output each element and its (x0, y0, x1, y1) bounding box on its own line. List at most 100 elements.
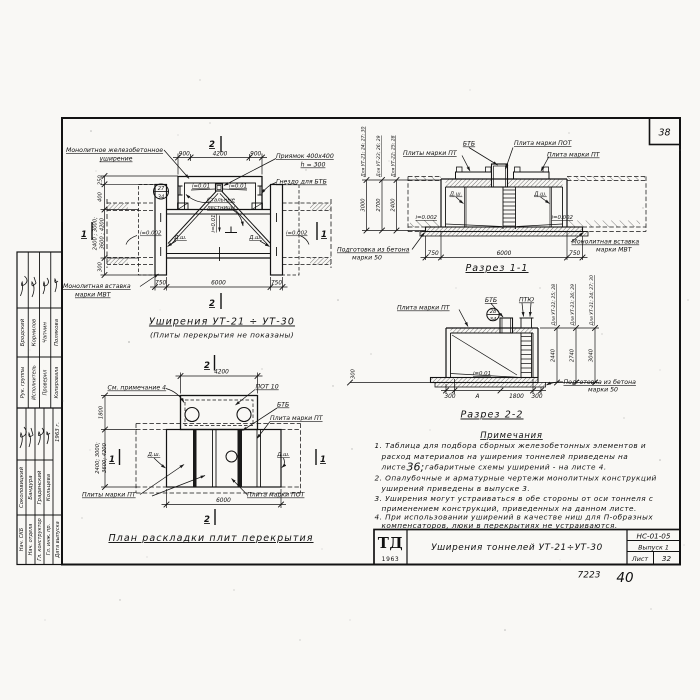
speckle (44, 619, 46, 621)
section-mark-label: 2 (204, 361, 210, 371)
dim-label: 6000 (211, 281, 226, 287)
dim-bottom (441, 379, 546, 394)
speckle (623, 417, 625, 419)
dim-top (175, 372, 263, 394)
note-line: применением конструкций, приведенных на … (382, 504, 637, 513)
label-joint: Д.ш. (449, 192, 463, 198)
note-line: компенсаторов, люки в перекрытиях не уст… (382, 521, 618, 530)
label-slope: i=0.01 (229, 184, 247, 190)
chain-value: 2440 (551, 348, 557, 362)
section-mark-label: 2 (209, 299, 215, 309)
speckle (568, 132, 570, 134)
sig-name: Бродский (20, 318, 26, 346)
section-mark-label: 1 (81, 230, 87, 240)
speckle (29, 349, 31, 351)
sig-role: Копировала (54, 367, 60, 399)
view-title: Разрез 2-2 (460, 410, 523, 421)
note-line: 1. Таблица для подбора сборных железобет… (375, 441, 647, 450)
speckle (159, 309, 161, 311)
dim-label: 300 (98, 261, 104, 272)
section-mark-label: 1 (109, 455, 115, 465)
label-pit: Приямок 400х400 (276, 153, 334, 160)
speckle (388, 160, 390, 162)
dim-label: 750 (271, 281, 282, 287)
dim-label: 2400; 3000; (95, 442, 101, 474)
speckle (89, 449, 91, 451)
sig-name: Кольцева (46, 474, 52, 501)
speckle (62, 400, 64, 402)
sig-name: Соколовицкий (19, 467, 25, 508)
note-line: расход материалов на уширения тоннелей п… (381, 452, 629, 461)
note-line: 2. Опалубочные и арматурные чертежи моно… (375, 473, 657, 482)
label-pt: Плиты марки ПТ (403, 150, 458, 157)
label-see-note: См. примечание 4 (108, 385, 167, 392)
label-slope: i=0.002 (140, 231, 162, 237)
dim-label: 4200 (213, 152, 228, 158)
label-pt: Плита марки ПТ (547, 152, 601, 159)
signature-scrawls (20, 275, 59, 298)
sig-role: Гл. конструктор (37, 518, 43, 560)
speckle (332, 385, 334, 387)
speckle (679, 149, 681, 151)
label-prep: марки 50 (588, 387, 618, 394)
dim-label: 900 (179, 152, 190, 158)
speckle (321, 548, 323, 550)
label-pot: Плита марки ПОТ (514, 140, 573, 147)
note-line: уширений приведены в выпуске 3. (381, 484, 531, 493)
label-pit: h = 300 (301, 162, 326, 169)
leader-lines (458, 302, 564, 386)
label-pot: Плита марки ПОТ (247, 492, 306, 499)
section-marks: 2 2 1 1 (81, 136, 327, 309)
section-mark-label: 2 (204, 515, 210, 525)
view-plan-widening: i=0.01 900 4200 900 (63, 136, 334, 340)
ground-hatch (409, 176, 441, 181)
dim-chains (362, 176, 441, 234)
label-insert: марки МВТ (596, 247, 633, 254)
chain-header: Для УТ-22; 25; 28 (391, 135, 397, 178)
sig-role: Проверил (43, 369, 49, 395)
sig-role: Нач. СКБ (19, 527, 25, 551)
sig-role: Нач. отдела (28, 524, 34, 556)
speckle (146, 556, 148, 558)
dim-label: 6000 (216, 498, 231, 504)
label-monolithic-widening: уширение (99, 156, 133, 163)
view-section-2-2: 28 34 Для УТ-22; 25; 28 Для УТ-23; 26; 2… (346, 275, 636, 421)
label-pt: Плиты марки ПТ (82, 492, 137, 499)
label-joint: Д.ш. (276, 452, 290, 458)
dim-label: 300 (444, 394, 455, 400)
chain-header: Для УТ-23; 26; 29 (570, 284, 576, 327)
speckle (601, 333, 603, 335)
view-section-1-1: Для УТ-21; 24; 27; 30 Для УТ-23; 26; 29 … (337, 127, 647, 274)
sig-role: Гл. инж. пр. (46, 524, 52, 555)
sheet-label: Лист (631, 555, 648, 563)
speckle (81, 517, 83, 519)
leader-lines (139, 388, 287, 497)
notes-heading: Примечания (480, 430, 543, 440)
label-stairs: Стальные (207, 198, 236, 204)
backfill-hatch (567, 220, 640, 227)
label-slope: i=0.002 (552, 215, 574, 221)
chain-header: Для УТ-21; 24; 27; 30 (589, 275, 595, 326)
label-joint: Д.ш. (173, 235, 187, 241)
view-plan-slabs: 4200 6000 1800 2400; 3000; 3600; 4200 2 … (82, 355, 326, 544)
label-prep: марки 50 (352, 255, 382, 262)
dim-top (173, 153, 267, 175)
dim-label: А (475, 394, 480, 400)
notes-block: Примечания 1. Таблица для подбора сборны… (375, 430, 657, 530)
view-title: План раскладки плит перекрытия (108, 533, 313, 544)
dim-label: 1800 (509, 394, 524, 400)
note-line-emphasis: 36; (407, 461, 425, 474)
speckle (683, 544, 685, 546)
callout-number: 34 (158, 194, 165, 200)
dim-label: 400 (98, 191, 104, 202)
sig-role: Исполнитель (31, 365, 37, 400)
callout-number: 28 (490, 309, 497, 315)
chain-header: Для УТ-22; 25; 28 (551, 284, 557, 327)
signature-scrawls (19, 426, 51, 449)
dim-label: 3600 ; 4200 (100, 217, 106, 249)
chain-value: 3040 (589, 348, 595, 362)
sig-name: Бандура (28, 475, 34, 499)
dim-left-chain (101, 392, 181, 491)
sig-name: Градинский (37, 470, 43, 504)
sig-role: Рук. группы (20, 367, 26, 398)
